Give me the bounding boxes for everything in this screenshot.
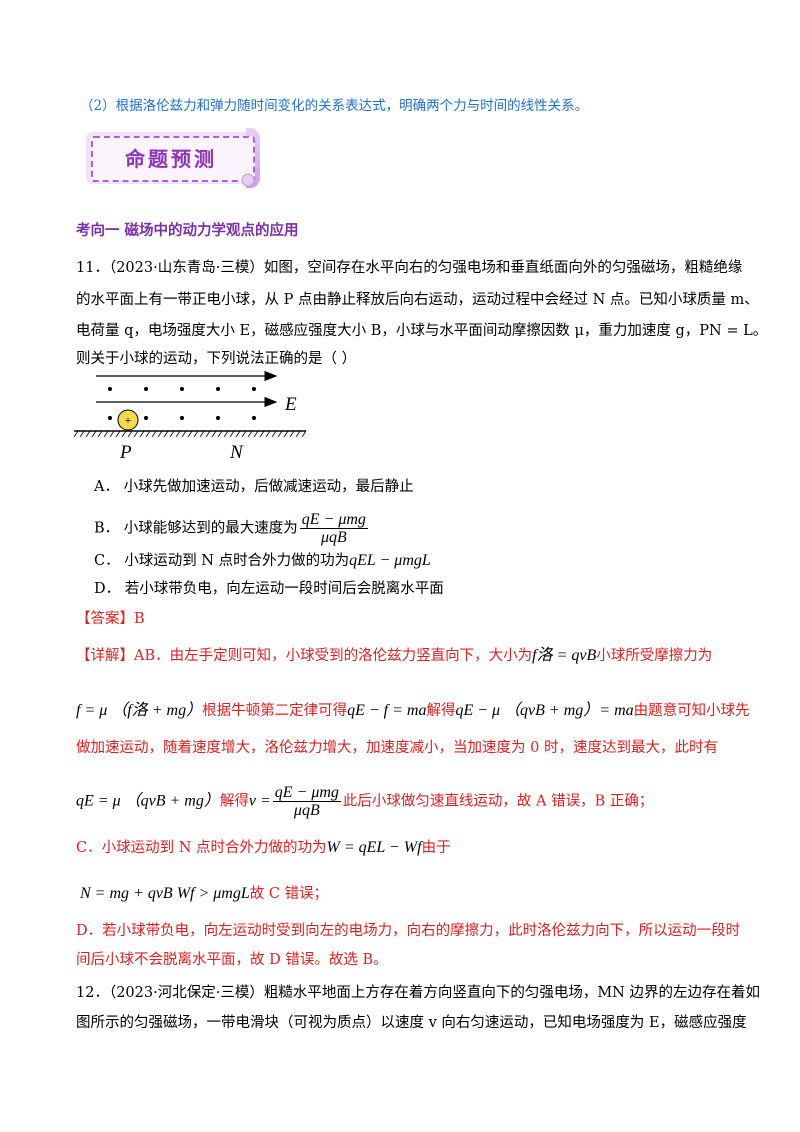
option-a: A． 小球先做加速运动，后做减速运动，最后静止 [94,479,414,495]
charged-ball [117,409,139,431]
detail-2-math-2: qE − f = ma [347,702,427,719]
detail-4-v: v = [248,792,271,810]
detail-c-post: 由于 [421,840,451,856]
detail-line-c1: C．小球运动到 N 点时合外力做的功为W = qEL − Wf由于 [76,838,451,858]
ground-hatch [73,430,307,438]
detail-1-pre: 【详解】AB．由左手定则可知，小球受到的洛伦兹力竖直向下，大小为 [76,648,533,664]
option-c-text: C． 小球运动到 N 点时合外力做的功为 [94,553,350,569]
q11-line-1: 11．（2023·山东青岛·三模）如图，空间存在水平向右的匀强电场和垂直纸面向外… [76,260,743,276]
detail-1-post: 小球所受摩擦力为 [596,648,713,664]
label-N: N [229,442,244,462]
detail-2-math-1: f = μ （f洛 + mg） [76,702,203,719]
option-c-math: qEL − μmgL [349,552,431,569]
label-E: E [284,394,297,415]
section-title: 考向一 磁场中的动力学观点的应用 [76,223,299,239]
option-c: C． 小球运动到 N 点时合外力做的功为qEL − μmgL [94,551,431,571]
detail-1-math: f洛 = qvB [532,647,597,664]
detail-c2-math: N = mg + qvB Wf > μmgL [80,885,250,902]
detail-2-text-2: 解得 [426,703,456,719]
detail-4-numerator: qE − μmg [272,784,341,802]
option-b-denominator: μqB [320,529,347,546]
detail-line-d2: 间后小球不会脱离水平面，故 D 错误。故选 B。 [76,952,388,968]
detail-line-1: 【详解】AB．由左手定则可知，小球受到的洛伦兹力竖直向下，大小为f洛 = qvB… [76,646,712,666]
banner-corner-icon [241,173,255,187]
q12-line-1: 12．（2023·河北保定·三模）粗糙水平地面上方存在着方向竖直向下的匀强电场，… [76,985,760,1001]
detail-4-denominator: μqB [293,802,320,819]
detail-4-text-2: 此后小球做匀速直线运动，故 A 错误，B 正确； [342,793,654,810]
option-d: D． 若小球带负电，向左运动一段时间后会脱离水平面 [94,581,444,597]
detail-4-math-1: qE = μ （qvB + mg） [76,792,220,810]
detail-line-3: 做加速运动，随着速度增大，洛伦兹力增大，加速度减小，当加速度为 0 时，速度达到… [76,740,718,756]
detail-line-c2: N = mg + qvB Wf > μmgL故 C 错误； [80,884,328,904]
detail-4-text-1: 解得 [219,793,249,810]
detail-c-math: W = qEL − Wf [326,839,422,856]
q11-line-2: 的水平面上有一带正电小球，从 P 点由静止释放后向右运动，运动过程中会经过 N … [76,292,759,308]
detail-line-2: f = μ （f洛 + mg）根据牛顿第二定律可得qE − f = ma解得qE… [76,701,750,721]
detail-2-text-1: 根据牛顿第二定律可得 [202,703,348,719]
banner-title: 命题预测 [125,146,217,171]
q11-line-4: 则关于小球的运动，下列说法正确的是（ ） [76,351,357,367]
detail-c-pre: C．小球运动到 N 点时合外力做的功为 [76,840,327,856]
detail-2-math-3: qE − μ （qvB + mg）= ma [455,702,634,719]
q12-line-2: 图所示的匀强磁场，一带电滑块（可视为质点）以速度 v 向右匀速运动，已知电场强度… [76,1015,747,1031]
q11-figure: + E P N [73,370,307,462]
magnetic-field-dots [108,387,256,420]
option-b-numerator: qE − μmg [299,511,368,529]
label-P: P [119,442,132,462]
note-line: （2）根据洛伦兹力和弹力随时间变化的关系表达式，明确两个力与时间的线性关系。 [80,98,589,114]
option-b-text: B． 小球能够达到的最大速度为 [94,520,298,537]
q11-line-3: 电荷量 q，电场强度大小 E，磁感应强度大小 B，小球与水平面间动摩擦因数 μ，… [76,323,768,339]
detail-2-text-3: 由题意可知小球先 [633,703,750,719]
detail-line-d1: D．若小球带负电，向左运动时受到向左的电场力，向右的摩擦力，此时洛伦兹力向下，所… [76,923,741,939]
charge-sign: + [125,413,132,427]
detail-c2-post: 故 C 错误； [249,886,329,902]
answer: 【答案】B [76,611,145,627]
